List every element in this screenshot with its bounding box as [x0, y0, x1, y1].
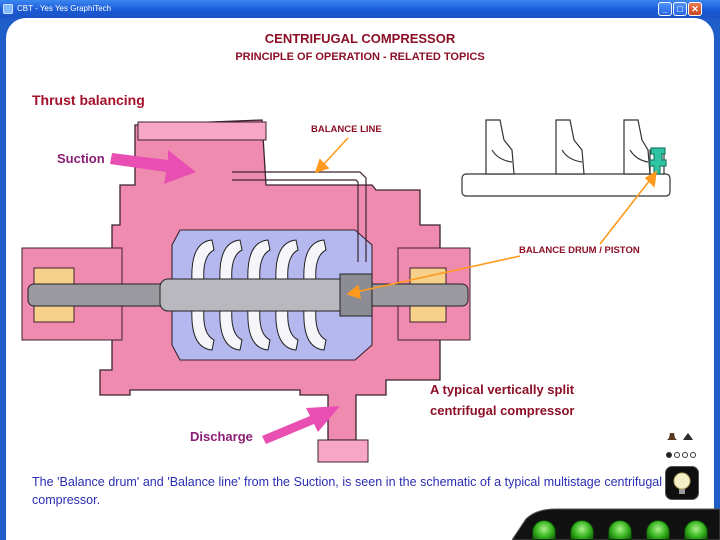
app-icon — [3, 4, 13, 14]
impeller-top — [219, 239, 243, 283]
schematic-impeller — [623, 119, 651, 175]
impeller-bottom — [247, 307, 271, 351]
description-text: The 'Balance drum' and 'Balance line' fr… — [32, 475, 662, 507]
drum-callout-upper — [599, 179, 651, 245]
schematic-drum-highlight — [649, 147, 667, 175]
balance-line-callout — [321, 137, 349, 167]
nav-next-button[interactable] — [646, 520, 670, 540]
navigation-dock — [512, 505, 720, 540]
discharge-label: Discharge — [190, 429, 253, 444]
nav-forward-button[interactable] — [684, 520, 708, 540]
suction-label: Suction — [57, 151, 105, 166]
section-title: Thrust balancing — [32, 92, 145, 108]
caption-line: centrifugal compressor — [430, 403, 575, 418]
suction-arrow-icon — [110, 150, 196, 184]
minimize-button[interactable]: _ — [658, 2, 672, 16]
compressor-cross-section — [21, 119, 471, 463]
impeller-top — [275, 239, 299, 283]
schematic-impeller — [485, 119, 515, 175]
window-title: CBT - Yes Yes GraphiTech — [17, 4, 112, 13]
hat-icon[interactable] — [666, 432, 678, 441]
caption-line: A typical vertically split — [430, 382, 575, 397]
bulb-icon — [673, 472, 691, 494]
impeller-top — [247, 239, 271, 283]
page-dot[interactable] — [674, 452, 680, 458]
page-title: CENTRIFUGAL COMPRESSOR — [264, 31, 456, 46]
schematic-shaft — [461, 173, 671, 197]
balance-drum-label: BALANCE DRUM / PISTON — [519, 245, 640, 256]
impeller-bottom — [219, 307, 243, 351]
balance-line-label: BALANCE LINE — [311, 124, 382, 135]
close-button[interactable]: ✕ — [688, 2, 702, 16]
nav-back-button[interactable] — [532, 520, 556, 540]
maximize-button[interactable]: □ — [673, 2, 687, 16]
window-title-bar: CBT - Yes Yes GraphiTech _ □ ✕ — [0, 0, 720, 18]
impeller-bottom — [275, 307, 299, 351]
schematic-impeller — [555, 119, 585, 175]
nav-previous-button[interactable] — [570, 520, 594, 540]
drum-callout-lower-arrowhead — [346, 284, 362, 300]
nav-home-button[interactable] — [608, 520, 632, 540]
balance-line-arrowhead — [314, 158, 330, 174]
impeller-bottom — [191, 307, 215, 351]
impeller-top — [191, 239, 215, 283]
page-subtitle: PRINCIPLE OF OPERATION - RELATED TOPICS — [235, 51, 485, 63]
hat-icon[interactable] — [682, 432, 694, 441]
suction-flange — [137, 121, 267, 141]
impeller-top — [303, 239, 327, 283]
discharge-arrow-icon — [262, 406, 340, 444]
page-dot[interactable] — [682, 452, 688, 458]
hint-button[interactable] — [665, 466, 699, 500]
page-dot[interactable] — [690, 452, 696, 458]
impeller-bottom — [303, 307, 327, 351]
drum-callout-lower — [355, 255, 521, 293]
discharge-flange — [317, 439, 369, 463]
diagram-caption: A typical vertically split centrifugal c… — [430, 379, 575, 421]
balance-line-pipe — [232, 171, 367, 262]
page-dot-active[interactable] — [666, 452, 672, 458]
balance-schematic — [461, 119, 671, 197]
rotor-hub — [159, 278, 351, 312]
drum-callout-upper-arrowhead — [644, 170, 658, 188]
